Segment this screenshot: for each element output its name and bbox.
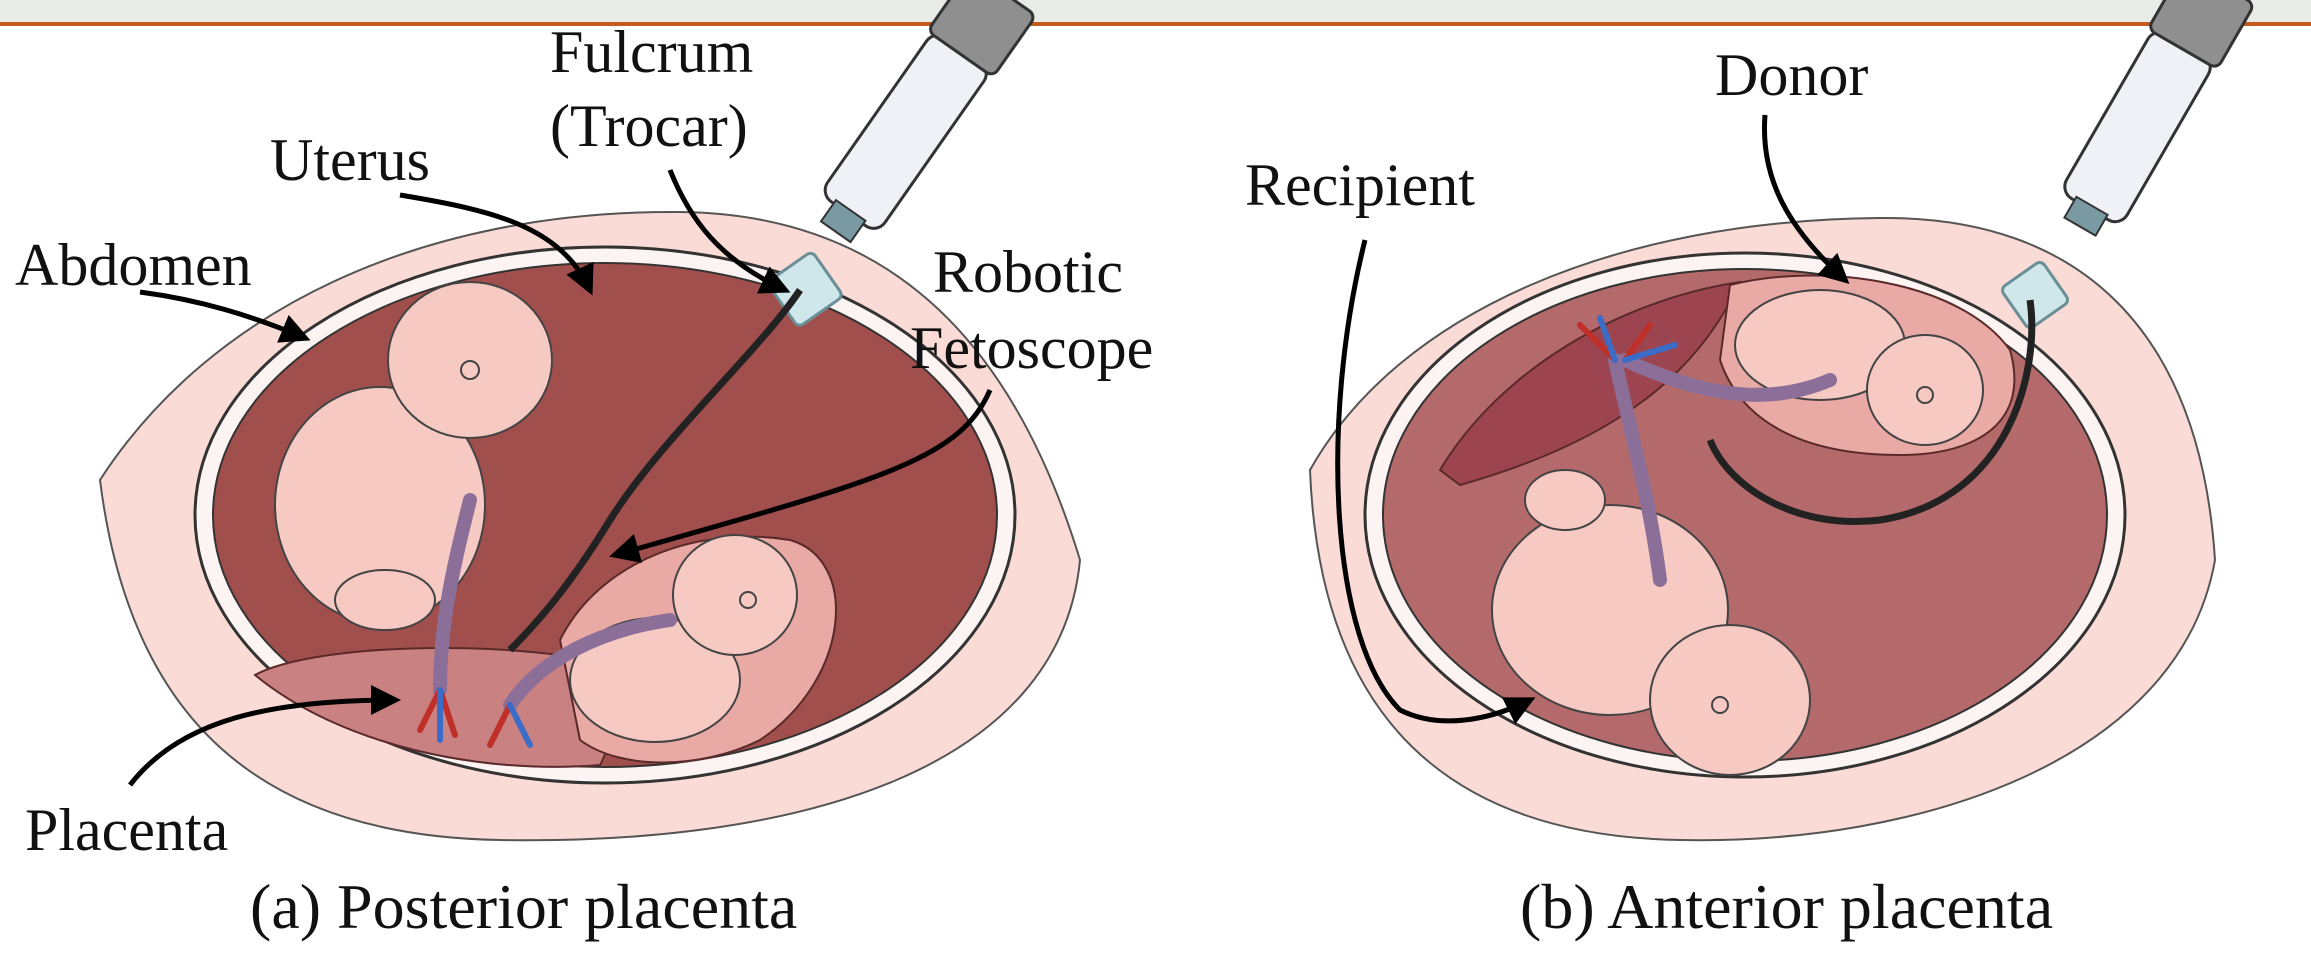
caption-panel-a: (a) Posterior placenta	[250, 871, 797, 942]
label-recipient: Recipient	[1245, 152, 1475, 218]
label-placenta: Placenta	[25, 797, 228, 863]
label-fulcrum-line1: Fulcrum	[550, 19, 753, 85]
label-abdomen: Abdomen	[15, 232, 252, 298]
panel-b-anterior: Recipient Donor (b) Anterior placenta	[1245, 0, 2255, 942]
panel-a-posterior: Abdomen Uterus Fulcrum (Trocar) Robotic …	[15, 0, 1153, 942]
label-fetoscope-line1: Robotic	[933, 239, 1123, 305]
label-donor: Donor	[1715, 42, 1868, 108]
fetoscope-device-a	[803, 0, 1036, 255]
caption-panel-b: (b) Anterior placenta	[1520, 871, 2053, 942]
label-fulcrum-line2: (Trocar)	[550, 93, 748, 159]
label-uterus: Uterus	[270, 127, 430, 193]
label-fetoscope-line2: Fetoscope	[910, 315, 1153, 381]
fetoscope-device-b	[2045, 0, 2254, 247]
